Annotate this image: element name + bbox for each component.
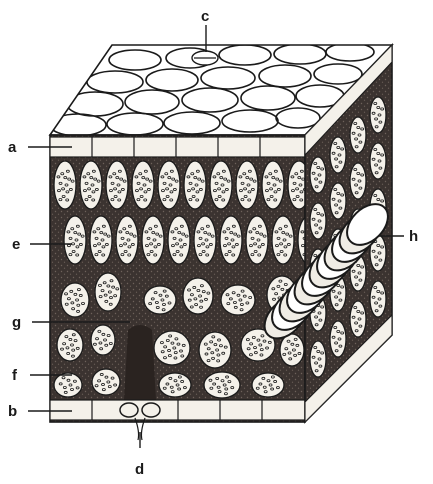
label-b: b — [8, 403, 17, 420]
label-f: f — [12, 367, 18, 384]
spongy-cell — [154, 331, 190, 365]
label-c: c — [201, 8, 209, 25]
surface-stoma-icon — [192, 51, 218, 65]
palisade-cell — [80, 161, 102, 209]
side-cell — [350, 301, 366, 337]
palisade-cell — [194, 216, 216, 264]
spongy-cell — [92, 369, 120, 395]
label-g: g — [12, 314, 21, 331]
spongy-cell — [144, 286, 176, 314]
spongy-cell — [159, 373, 191, 397]
spongy-cell — [61, 283, 89, 317]
side-cell — [350, 117, 366, 153]
palisade-cell — [64, 216, 86, 264]
label-d: d — [135, 461, 144, 478]
palisade-cell — [54, 161, 76, 209]
side-cell — [330, 137, 346, 173]
side-cell — [310, 157, 326, 193]
side-cell — [310, 203, 326, 239]
palisade-cell — [90, 216, 112, 264]
spongy-cell — [95, 273, 121, 311]
spongy-cell — [280, 334, 304, 366]
spongy-cell — [252, 373, 284, 397]
palisade-cell — [158, 161, 180, 209]
palisade-cell — [246, 216, 268, 264]
label-a: a — [8, 139, 17, 156]
palisade-cell — [262, 161, 284, 209]
spongy-cell — [54, 373, 82, 397]
side-cell — [330, 183, 346, 219]
upper-epidermis — [50, 137, 305, 157]
palisade-cell — [142, 216, 164, 264]
palisade-cell — [106, 161, 128, 209]
side-cell — [370, 143, 386, 179]
palisade-cell — [116, 216, 138, 264]
front-face — [50, 135, 320, 440]
palisade-cell — [236, 161, 258, 209]
side-cell — [310, 341, 326, 377]
spongy-cell — [221, 285, 255, 315]
spongy-cell — [199, 332, 231, 368]
palisade-cell — [184, 161, 206, 209]
label-e: e — [12, 236, 20, 253]
palisade-cell — [272, 216, 294, 264]
side-cell — [370, 281, 386, 317]
spongy-cell — [204, 372, 240, 398]
side-cell — [350, 163, 366, 199]
air-space — [124, 325, 156, 400]
spongy-cell — [91, 325, 115, 355]
palisade-cell — [220, 216, 242, 264]
label-h: h — [409, 228, 418, 245]
side-cell — [370, 97, 386, 133]
palisade-cell — [210, 161, 232, 209]
lower-epidermis — [50, 400, 305, 420]
spongy-cell — [57, 329, 83, 361]
palisade-cell — [132, 161, 154, 209]
side-cell — [330, 321, 346, 357]
palisade-cell — [168, 216, 190, 264]
spongy-cell — [183, 278, 213, 314]
